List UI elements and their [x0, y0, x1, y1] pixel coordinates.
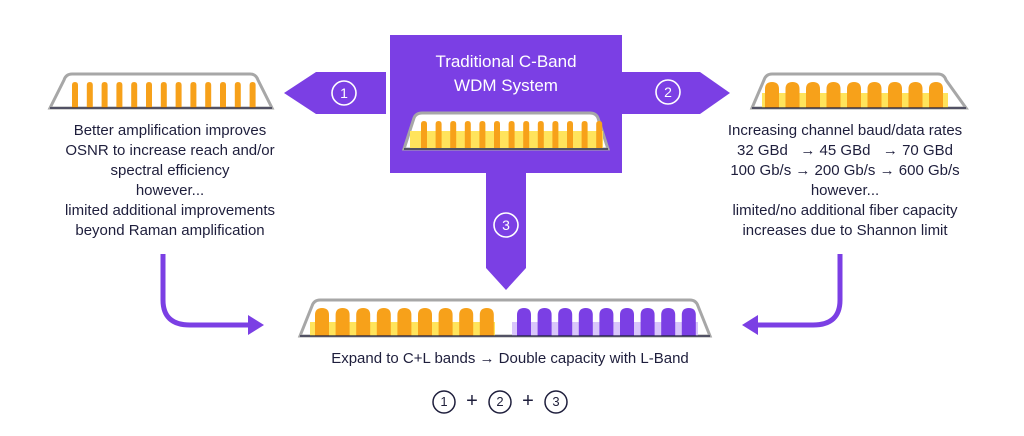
channel-peak	[867, 82, 882, 108]
channel-peak	[249, 82, 256, 108]
channel-peak	[421, 121, 427, 148]
left-description: Better amplification improves OSNR to in…	[20, 121, 320, 241]
l-band-peak	[661, 308, 676, 336]
bottom-caption: Expand to C+L bands → Double capacity wi…	[331, 350, 689, 367]
formula-plus-2: +	[522, 390, 534, 412]
channel-peak	[160, 82, 167, 108]
channel-peak	[86, 82, 93, 108]
channel-peak	[116, 82, 123, 108]
channel-peak	[220, 82, 226, 108]
c-band-peak	[356, 308, 371, 336]
c-band-peak	[397, 308, 412, 336]
step-1-arrow	[284, 72, 386, 114]
step-1-badge	[331, 80, 357, 106]
channel-peak	[190, 82, 197, 108]
channel-peak	[450, 121, 457, 148]
formula-num-1: 1	[440, 394, 448, 409]
right-curved-arrow	[756, 254, 843, 328]
step-2-badge	[655, 79, 681, 105]
left-line-1: Better amplification improves	[73, 122, 267, 139]
right-arrowhead	[742, 315, 758, 335]
channel-peak	[494, 121, 500, 148]
channel-peak	[596, 121, 603, 148]
left-line-3: spectral efficiency	[110, 162, 230, 179]
step-2-arrow	[622, 72, 730, 114]
channel-peak	[567, 121, 573, 148]
formula-num-2: 2	[496, 394, 504, 409]
l-band-peak	[537, 308, 552, 336]
channel-peak	[234, 82, 241, 108]
left-line-6: beyond Raman amplification	[75, 222, 265, 239]
channel-peak	[908, 82, 923, 108]
channel-peak	[131, 82, 138, 108]
c-band-peak	[438, 308, 453, 336]
left-arrowhead	[248, 315, 264, 335]
left-curved-arrow	[160, 254, 250, 328]
right-line-3: 100 Gb/s → 200 Gb/s → 600 Gb/s	[730, 162, 960, 179]
step-3-arrow	[486, 172, 526, 290]
traditional-system-title: Traditional C-Band WDM System	[390, 50, 622, 98]
center-spectrum	[401, 111, 611, 151]
formula-circle-1	[432, 390, 456, 414]
l-band-peak	[578, 308, 593, 336]
l-band-peak	[640, 308, 655, 336]
right-spectrum	[749, 72, 969, 110]
right-line-5: limited/no additional fiber capacity	[732, 202, 958, 219]
right-line-1: Increasing channel baud/data rates	[727, 122, 963, 139]
channel-peak	[785, 82, 800, 108]
channel-peak	[175, 82, 182, 108]
left-line-4: however...	[135, 182, 205, 199]
channel-peak	[552, 121, 559, 148]
channel-peak	[205, 82, 212, 108]
c-band-peak	[376, 308, 391, 336]
step-2-number: 2	[664, 84, 672, 100]
l-band-peak	[599, 308, 614, 336]
channel-peak	[826, 82, 841, 108]
right-line-4: however...	[810, 182, 880, 199]
formula-circle-2	[488, 390, 512, 414]
right-line-6: increases due to Shannon limit	[742, 222, 948, 239]
l-band-peak	[558, 308, 573, 336]
left-spectrum	[47, 72, 275, 110]
channel-peak	[888, 82, 902, 108]
right-description: Increasing channel baud/data rates 32 GB…	[690, 121, 1000, 241]
l-band-peak	[620, 308, 634, 336]
channel-peak	[537, 121, 544, 148]
channel-peak	[765, 82, 779, 108]
channel-peak	[464, 121, 471, 148]
step-3-number: 3	[502, 217, 510, 233]
channel-peak	[581, 121, 588, 148]
c-band-peak	[315, 308, 329, 336]
l-band-peak	[681, 308, 696, 336]
channel-peak	[101, 82, 108, 108]
c-band-peak	[479, 308, 494, 336]
left-line-2: OSNR to increase reach and/or	[65, 142, 275, 159]
channel-peak	[435, 121, 442, 148]
channel-peak	[146, 82, 152, 108]
left-line-5: limited additional improvements	[64, 202, 276, 219]
title-line-1: Traditional C-Band	[435, 52, 577, 71]
channel-peak	[806, 82, 820, 108]
right-line-2: 32 GBd → 45 GBd → 70 GBd	[737, 142, 953, 159]
channel-peak	[479, 121, 486, 148]
formula-circle-3	[544, 390, 568, 414]
channel-peak	[72, 82, 78, 108]
title-line-2: WDM System	[454, 76, 558, 95]
c-band-peak	[459, 308, 474, 336]
step-3-badge	[493, 212, 519, 238]
step-1-number: 1	[340, 85, 348, 101]
c-band-peak	[335, 308, 350, 336]
channel-peak	[929, 82, 943, 108]
c-band-peak	[418, 308, 432, 336]
l-band-peak	[517, 308, 531, 336]
channel-peak	[508, 121, 515, 148]
channel-peak	[523, 121, 530, 148]
formula-num-3: 3	[552, 394, 560, 409]
bottom-spectrum	[297, 298, 713, 338]
formula-plus-1: +	[466, 390, 478, 412]
channel-peak	[847, 82, 861, 108]
